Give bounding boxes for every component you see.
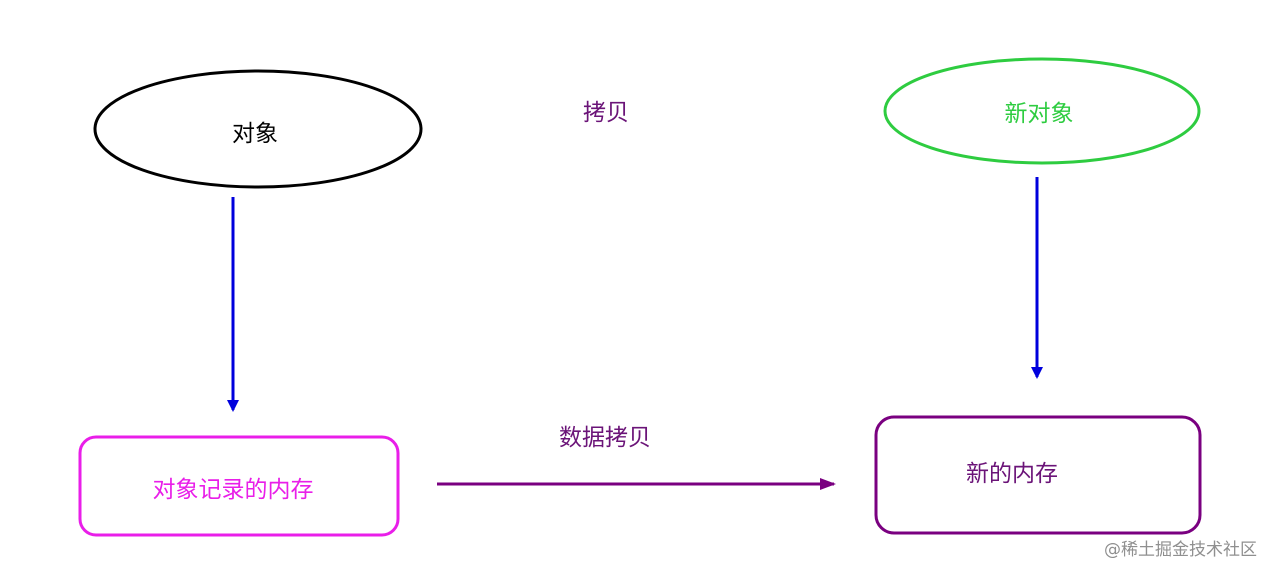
node-new-memory-shape [874,415,1202,535]
watermark: @稀土掘金技术社区 [1104,540,1257,560]
copy-label: 拷贝 [583,100,629,126]
node-new-object-label: 新对象 [1005,101,1074,127]
node-object-memory-label: 对象记录的内存 [153,477,314,503]
node-new-memory: 新的内存 [874,415,1202,535]
node-new-object-shape [883,57,1201,165]
node-object-label: 对象 [232,121,278,147]
node-object-memory: 对象记录的内存 [78,435,400,537]
data-copy-label: 数据拷贝 [559,425,651,451]
node-object: 对象 [93,69,423,189]
node-new-object: 新对象 [883,57,1201,165]
node-new-memory-label: 新的内存 [966,461,1058,487]
node-object-memory-shape [78,435,400,537]
node-object-shape [93,69,423,189]
